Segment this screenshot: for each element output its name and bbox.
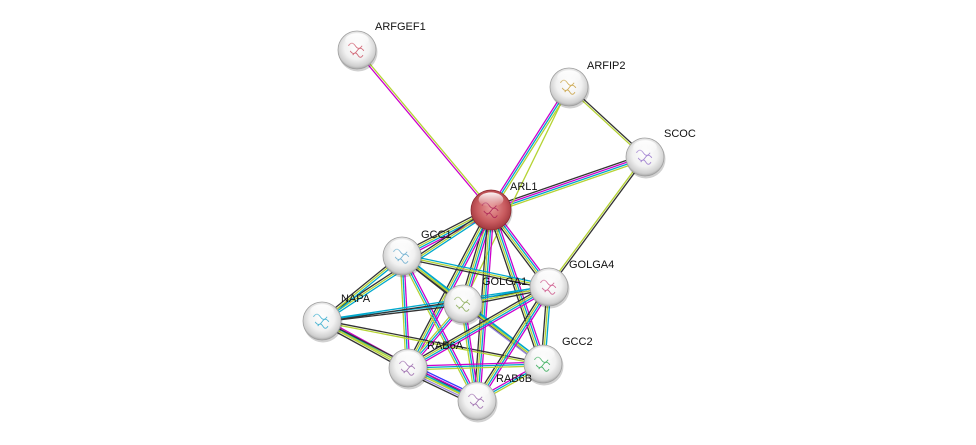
- node-rab6b[interactable]: RAB6B: [457, 373, 532, 423]
- edge-line-experiments: [493, 208, 547, 364]
- node-gloss: [345, 33, 369, 47]
- edge-rab6a-gcc2[interactable]: [407, 361, 544, 371]
- edge-line-coexpression: [322, 287, 550, 323]
- node-rab6a[interactable]: RAB6A: [388, 340, 464, 390]
- edge-gcc1-golga4[interactable]: [401, 253, 550, 290]
- edge-line-databases: [402, 253, 550, 286]
- edge-line-databases: [321, 285, 549, 321]
- edge-line-textmining: [399, 256, 476, 403]
- edge-line-databases: [408, 287, 550, 370]
- node-gloss: [451, 287, 475, 301]
- edge-line-databases: [490, 86, 570, 211]
- edge-line-textmining: [489, 210, 543, 365]
- edge-line-databases: [477, 287, 551, 402]
- node-gcc2[interactable]: GCC2: [523, 336, 593, 386]
- edge-line-coexpression: [474, 285, 548, 400]
- edge-arl1-arfgef1[interactable]: [355, 48, 493, 212]
- edge-line-experiments: [478, 288, 552, 403]
- node-arfip2[interactable]: ARFIP2: [549, 60, 626, 109]
- edge-line-coexpression: [487, 210, 541, 366]
- node-arl1[interactable]: ARL1: [470, 181, 538, 233]
- edge-line-experiments: [355, 50, 491, 212]
- node-gloss: [537, 270, 561, 284]
- edge-line-textmining: [401, 255, 550, 288]
- edge-line-coexpression: [401, 257, 549, 290]
- edge-golga4-rab6a[interactable]: [406, 283, 551, 372]
- node-scoc[interactable]: SCOC: [625, 128, 696, 179]
- edge-line-textmining: [475, 286, 549, 401]
- node-label: SCOC: [664, 128, 696, 140]
- node-label: ARFGEF1: [375, 21, 426, 33]
- node-label: RAB6B: [496, 373, 532, 385]
- edge-line-experiments: [488, 85, 568, 210]
- edge-line-textmining: [492, 87, 572, 212]
- node-label: ARL1: [510, 181, 538, 193]
- node-label: RAB6A: [427, 340, 464, 352]
- edge-line-textmining: [475, 209, 491, 401]
- edge-line-textmining: [547, 156, 645, 287]
- edge-arfip2-golga1[interactable]: [462, 86, 570, 305]
- edge-line-experiments: [403, 254, 480, 401]
- edge-golga4-rab6b[interactable]: [474, 285, 552, 403]
- edge-line-experiments: [490, 155, 645, 210]
- edge-line-experiments: [409, 288, 551, 372]
- edge-line-databases: [491, 209, 545, 364]
- node-gloss: [633, 140, 657, 154]
- edge-napa-golga4[interactable]: [321, 285, 550, 323]
- node-gloss: [390, 239, 414, 253]
- node-napa[interactable]: NAPA: [302, 293, 371, 343]
- edge-line-coexpression: [549, 157, 647, 288]
- node-gloss: [310, 304, 334, 318]
- edge-line-coexpression: [322, 304, 464, 323]
- edge-arl1-rab6b[interactable]: [473, 209, 495, 402]
- node-gloss: [478, 192, 504, 207]
- edge-arl1-scoc[interactable]: [489, 153, 647, 214]
- edge-line-textmining: [408, 365, 544, 371]
- edge-line-coexpression: [406, 283, 548, 367]
- edge-arl1-gcc2[interactable]: [487, 208, 547, 366]
- edge-scoc-golga4[interactable]: [547, 156, 647, 288]
- edge-line-experiments: [407, 361, 543, 367]
- edge-line-databases: [407, 363, 544, 369]
- edge-line-textmining: [491, 159, 647, 214]
- node-label: GCC2: [562, 336, 593, 348]
- edge-line-textmining: [462, 86, 570, 305]
- node-gcc1[interactable]: GCC1: [382, 229, 452, 278]
- edge-line-textmining: [357, 48, 493, 210]
- node-label: GCC1: [421, 229, 452, 241]
- node-golga1[interactable]: GOLGA1: [443, 276, 527, 326]
- node-label: NAPA: [341, 293, 371, 305]
- edge-line-experiments: [479, 210, 495, 402]
- node-label: GOLGA1: [482, 276, 527, 288]
- node-golga4[interactable]: GOLGA4: [529, 259, 614, 309]
- edge-line-coexpression: [489, 153, 645, 208]
- edge-line-textmining: [407, 285, 549, 368]
- edge-line-databases: [477, 210, 493, 402]
- node-gloss: [465, 384, 489, 398]
- edge-arl1-arfip2[interactable]: [488, 85, 572, 212]
- node-gloss: [531, 347, 555, 361]
- node-gloss: [557, 70, 581, 84]
- node-arfgef1[interactable]: ARFGEF1: [337, 21, 426, 72]
- edge-line-databases: [491, 157, 646, 212]
- node-label: GOLGA4: [569, 259, 614, 271]
- node-gloss: [396, 351, 420, 365]
- node-label: ARFIP2: [587, 60, 626, 72]
